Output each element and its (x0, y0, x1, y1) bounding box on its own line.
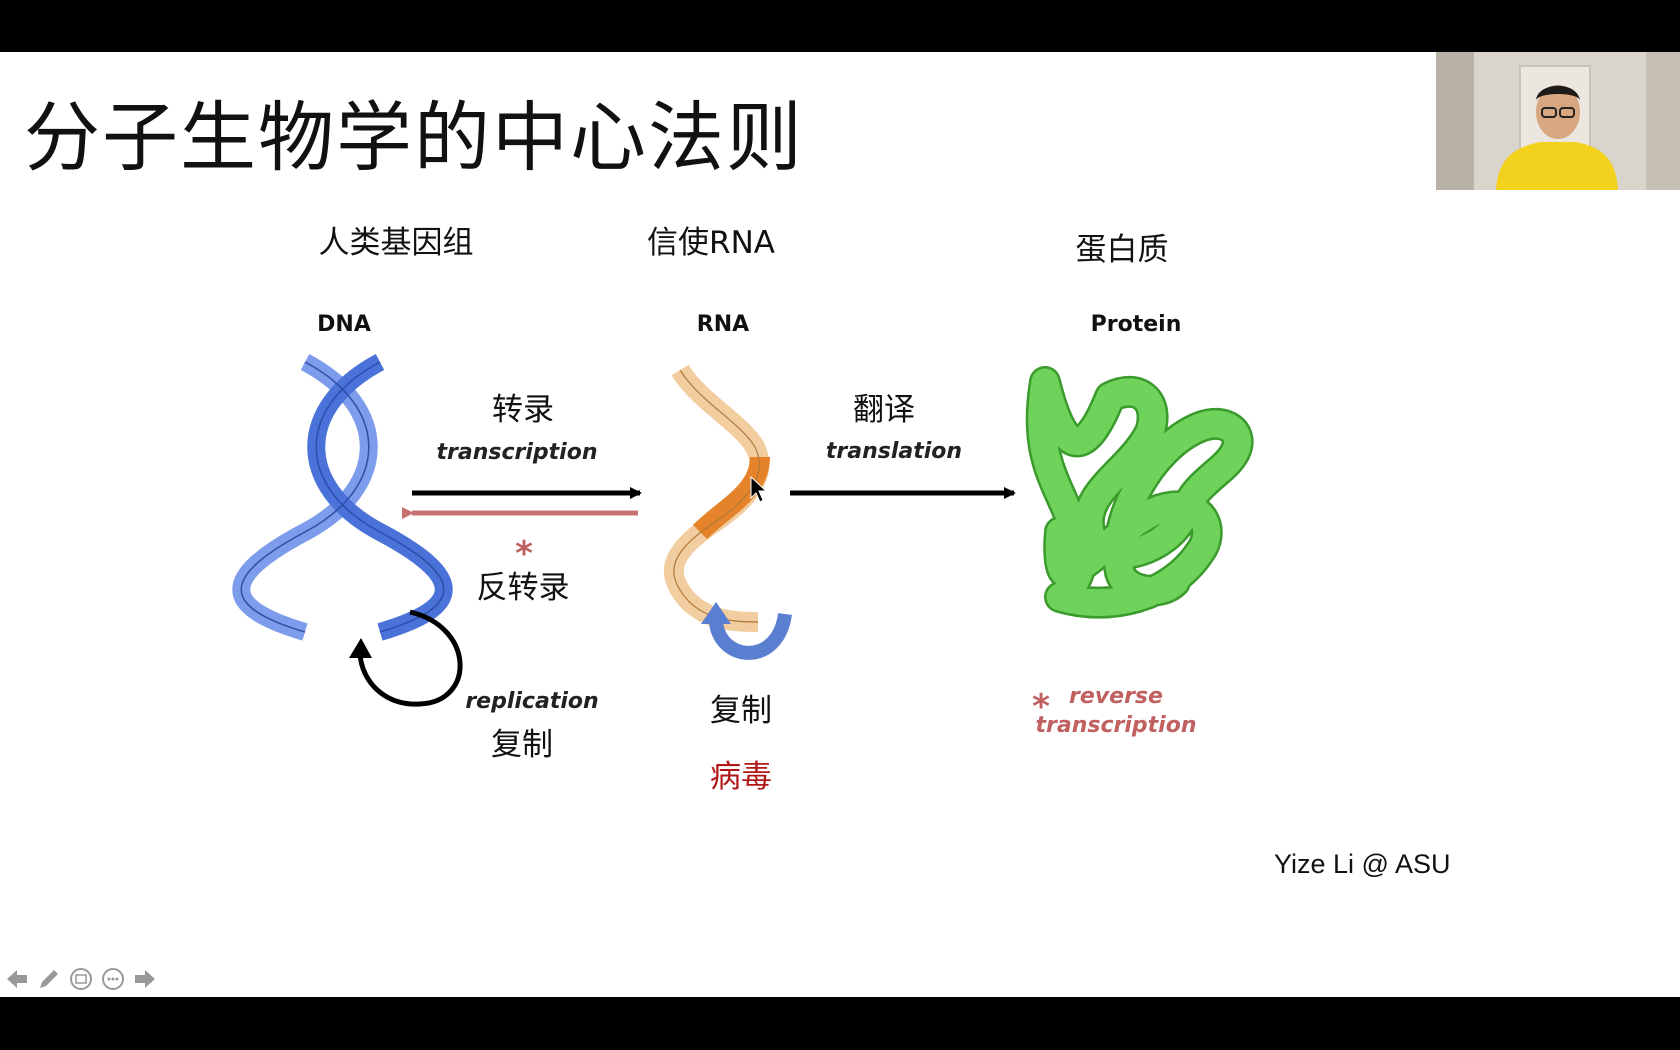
see-all-slides-button[interactable] (68, 966, 94, 992)
dna-replication-arrow-icon (349, 609, 463, 707)
replication-label-cn: 复制 (491, 727, 553, 763)
author-watermark: Yize Li @ ASU (1274, 849, 1451, 879)
dna-helix-icon (232, 354, 453, 641)
rna-replication-arrow-icon (701, 602, 792, 660)
slide-title: 分子生物学的中心法则 (24, 93, 804, 182)
dna-header-cn: 人类基因组 (319, 225, 474, 261)
dna-header-en: DNA (317, 312, 371, 337)
bottom-letterbox (0, 997, 1680, 1050)
protein-header-en: Protein (1091, 312, 1182, 337)
note-line-2: transcription (1036, 713, 1197, 738)
presenter-video-icon (1436, 52, 1680, 190)
replication-label-en: replication (465, 689, 598, 714)
virus-label: 病毒 (710, 759, 772, 795)
translation-label-cn: 翻译 (853, 392, 915, 428)
transcription-label-cn: 转录 (492, 392, 554, 428)
reverse-transcription-label-cn: 反转录 (477, 570, 570, 606)
presentation-controls (4, 966, 158, 992)
top-letterbox (0, 0, 1680, 52)
rna-strand-icon (663, 364, 770, 632)
reverse-asterisk: * (515, 534, 533, 574)
next-slide-button[interactable] (132, 966, 158, 992)
note-asterisk: * (1032, 687, 1050, 727)
more-options-button[interactable] (100, 966, 126, 992)
rna-header-cn: 信使RNA (647, 225, 775, 261)
rna-replication-label-cn: 复制 (710, 693, 772, 729)
slide: 分子生物学的中心法则 人类基因组 信使RNA 蛋白质 DNA RNA Prote… (0, 52, 1680, 997)
next-icon (135, 970, 155, 988)
webcam-overlay (1436, 52, 1680, 190)
more-icon (102, 968, 124, 990)
central-dogma-diagram: 人类基因组 信使RNA 蛋白质 DNA RNA Protein 转录 trans… (232, 225, 1254, 795)
rna-header-en: RNA (697, 312, 749, 337)
note-line-1: reverse (1069, 684, 1163, 709)
protein-header-cn: 蛋白质 (1076, 232, 1169, 268)
previous-slide-button[interactable] (4, 966, 30, 992)
previous-icon (7, 970, 27, 988)
pen-button[interactable] (36, 966, 62, 992)
transcription-label-en: transcription (437, 440, 598, 465)
mouse-cursor-icon (750, 475, 768, 503)
translation-label-en: translation (826, 439, 962, 464)
pen-icon (40, 970, 58, 988)
slides-icon (70, 968, 92, 990)
protein-icon (1025, 366, 1254, 619)
